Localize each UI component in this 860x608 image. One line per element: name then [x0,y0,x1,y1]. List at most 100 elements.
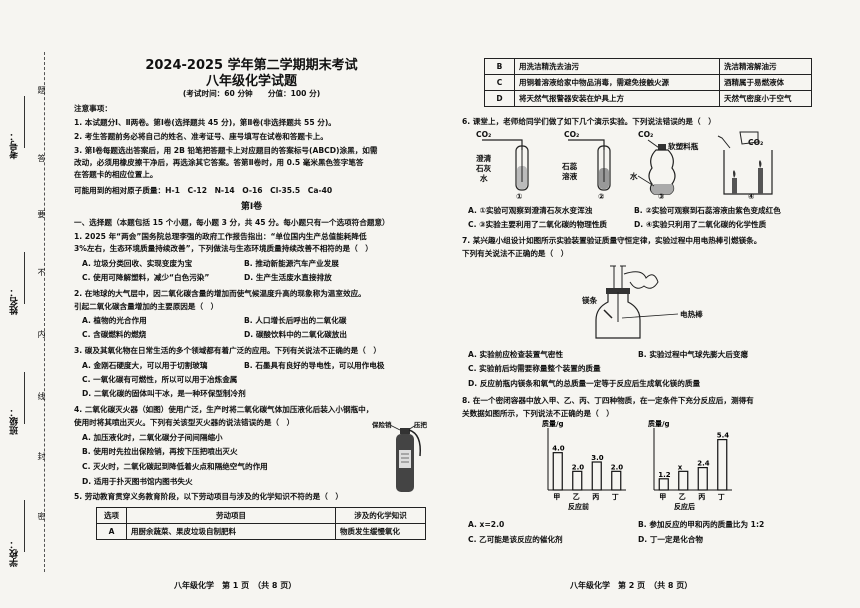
q1-option-d: D. 生产生活废水直接排放 [244,273,332,282]
exam-title: 2024-2025 学年第二学期期末考试 [145,58,358,73]
margin-label-name: 姓名： [10,288,20,315]
margin-label-class: 班级： [10,408,20,435]
water-label: 水 [630,172,638,181]
table-cell: 将天然气报警器安装在炉具上方 [514,90,720,107]
q7-stem: 下列有关说法不正确的是（ ） [462,249,569,258]
x-tick-label: 甲 [659,493,666,501]
q3-stem: 3. 碳及其氧化物在日常生活的多个领域都有着广泛的应用。下列有关说法不正确的是（… [74,346,381,355]
bottle-label: 软塑料瓶 [668,142,699,151]
bar-甲 [552,452,563,491]
q2-option-d: D. 碳酸饮料中的二氧化碳放出 [244,330,347,339]
q4-option-d: D. 适用于扑灭图书馆内图书失火 [82,477,193,486]
bar-value-label: 2.0 [572,463,585,471]
x-tick-label: 甲 [553,493,560,501]
table-cell: 酒精属于易燃液体 [719,74,812,91]
q7-apparatus-figure: 镁条 电热棒 [582,262,722,342]
exam-info: (考试时间：60 分钟 分值：100 分) [182,89,321,98]
binding-dashed-line [44,52,45,572]
page-1: 2024-2025 学年第二学期期末考试 八年级化学试题 (考试时间：60 分钟… [74,0,429,608]
binding-margin: 考号： 姓名： 班级： 学校： 题 答 要 不 内 线 封 密 [0,0,62,608]
margin-label-exam-number: 考号： [10,132,20,159]
margin-blank-name [24,252,25,304]
q6-option-c: C. ③实验主要利用了二氧化碳的物理性质 [468,220,608,229]
table-row: A 用厨余蔬菜、果皮垃圾自制肥料 物质发生缓慢氧化 [96,523,426,540]
seal-char: 封 [37,452,46,460]
q7-stem: 7. 某兴趣小组设计如图所示实验装置验证质量守恒定律，实验过程中用电热棒引燃镁条… [462,236,762,245]
q7-option-d: D. 反应前瓶内镁条和氧气的总质量一定等于反应后生成氧化镁的质量 [468,379,701,388]
table-cell: 天然气密度小于空气 [719,90,812,107]
table-cell: 用厨余蔬菜、果皮垃圾自制肥料 [126,523,336,540]
exp-number: ① [516,192,523,201]
bar-丙 [591,461,602,491]
q8-stem: 关数据如图所示，下列说法不正确的是（ ） [462,409,614,418]
chart-title: 反应前 [568,502,589,510]
exp-number: ② [598,192,605,201]
atomic-masses: 可能用到的相对原子质量：H-1 C-12 N-14 O-16 Cl-35.5 C… [74,186,333,195]
table-cell: B [484,58,515,75]
table-header-cell: 涉及的化学知识 [335,507,426,524]
litmus-label: 石蕊 [562,162,578,171]
x-tick-label: 丁 [612,493,619,501]
x-tick-label: 乙 [573,493,580,501]
seal-char: 线 [37,392,46,400]
limewater-label: 澄清 [476,154,492,163]
table-row: C 用铜着溶液给家中物品消毒，需避免接触火源 酒精属于易燃液体 [484,74,812,91]
bar-丙 [697,466,708,491]
bar-value-label: 3.0 [591,454,604,462]
q4-stem: 4. 二氧化碳灭火器（如图）使用广泛，生产时将二氧化碳气体加压液化后装入小钢瓶中… [74,405,374,414]
q2-option-c: C. 含碳燃料的燃烧 [82,330,147,339]
table-cell: A [96,523,127,540]
x-tick-label: 丙 [592,493,599,501]
bar-乙 [572,470,583,491]
q1-option-b: B. 推动新能源汽车产业发展 [244,259,339,268]
q8-stem: 8. 在一个密闭容器中放入甲、乙、丙、丁四种物质，在一定条件下充分反应后，测得有 [462,396,754,405]
q6-stem: 6. 课堂上，老师给同学们做了如下几个演示实验。下列说法错误的是（ ） [462,117,716,126]
exp-number: ④ [748,192,755,201]
exp-number: ③ [658,192,665,201]
magnesium-label: 镁条 [582,296,598,305]
q1-option-a: A. 垃圾分类回收、实现变废为宝 [82,259,193,268]
seal-char: 要 [37,210,46,218]
q5-stem: 5. 劳动教育贯穿义务教育阶段，以下劳动项目与涉及的化学知识不符的是（ ） [74,492,343,501]
notice-line: 3. 第Ⅰ卷每题选出答案后，用 2B 铅笔把答题卡上对应题目的答案标号(ABCD… [74,146,378,155]
bar-乙 [678,470,689,491]
margin-blank-exam-number [24,96,25,148]
notice-line: 1. 本试题分Ⅰ、Ⅱ两卷。第Ⅰ卷(选择题共 45 分)，第Ⅱ卷(非选择题共 55… [74,118,336,127]
q6-experiment-figure: CO₂ 澄清 石灰 水 CO₂ 石蕊 溶液 CO₂ 软塑料瓶 水 CO₂ [472,128,802,202]
seal-char: 答 [37,154,46,162]
q7-option-b: B. 实验过程中气球先膨大后变瘪 [638,350,749,359]
q2-stem: 引起二氧化碳含量增加的主要原因是（ ） [74,302,219,311]
q3-option-d: D. 二氧化碳的固体叫干冰，是一种环保型制冷剂 [82,389,246,398]
q8-option-c: C. 乙可能是该反应的催化剂 [468,535,563,544]
q8-option-d: D. 丁一定是化合物 [638,535,703,544]
table-cell: 洗洁精溶解油污 [719,58,812,75]
x-tick-label: 乙 [679,493,686,501]
page-footer-right: 八年级化学 第 2 页 （共 8 页） [570,581,693,590]
exam-subtitle: 八年级化学试题 [205,74,297,89]
section-instruction: 一、选择题（本题包括 15 个小题，每小题 3 分，共 45 分。每小题只有一个… [74,218,390,227]
bar-value-label: 1.2 [658,471,671,479]
q2-stem: 2. 在地球的大气层中，因二氧化碳含量的增加而使气候温度升高的现象称为温室效应。 [74,289,366,298]
notice-line: 在答题卡的相应位置上。 [74,170,158,179]
q6-option-b: B. ②实验可观察到石蕊溶液由紫色变成红色 [634,206,781,215]
q3-option-c: C. 一氧化碳有可燃性，所以可以用于冶炼金属 [82,375,238,384]
x-tick-label: 丁 [718,493,725,501]
table-cell: C [484,74,515,91]
notice-line: 2. 考生答题前务必将自己的姓名、准考证号、座号填写在试卷和答题卡上。 [74,132,328,141]
co2-label: CO₂ [564,130,580,139]
margin-blank-school [24,500,25,552]
seal-char: 不 [37,268,46,276]
q8-option-b: B. 参加反应的甲和丙的质量比为 1:2 [638,520,765,529]
y-axis-label: 质量/g [648,420,670,428]
table-row: B 用洗洁精洗去油污 洗洁精溶解油污 [484,58,812,75]
bar-value-label: 2.4 [697,460,710,468]
extinguisher-pin-label: 保险销 [372,421,392,429]
seal-char: 密 [37,512,46,520]
margin-blank-class [24,372,25,424]
limewater-label: 水 [480,174,488,183]
table-cell: 用铜着溶液给家中物品消毒，需避免接触火源 [514,74,720,91]
page-footer-left: 八年级化学 第 1 页 （共 8 页） [174,581,297,590]
bar-value-label: 2.0 [611,463,624,471]
